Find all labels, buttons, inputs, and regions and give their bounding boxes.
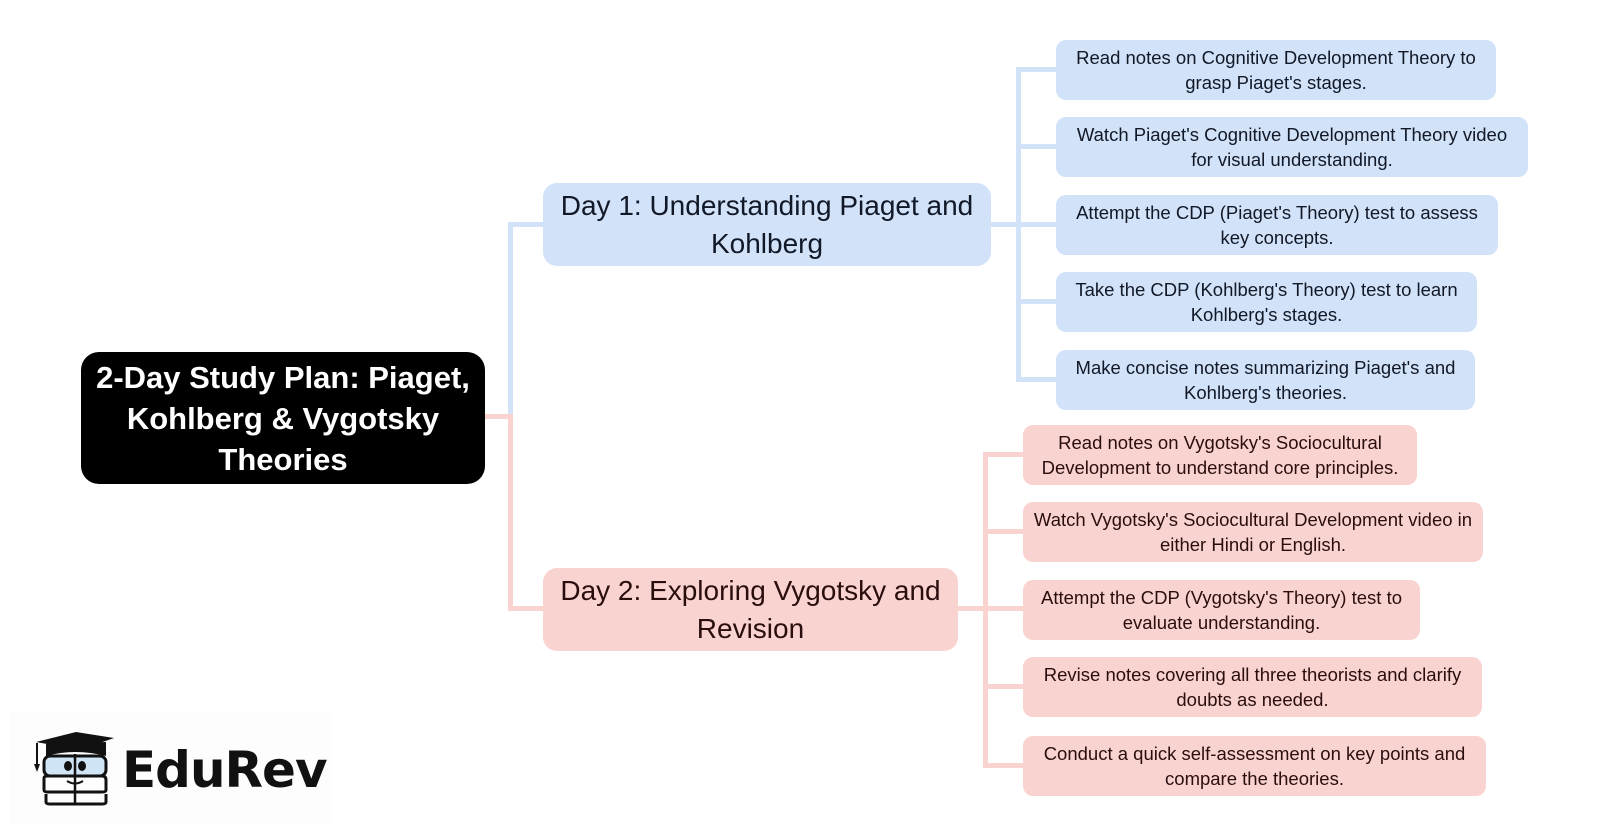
task-text: Conduct a quick self-assessment on key p… <box>1043 743 1466 789</box>
task-text: Take the CDP (Kohlberg's Theory) test to… <box>1075 279 1458 325</box>
day2-task-3: Attempt the CDP (Vygotsky's Theory) test… <box>1023 580 1420 640</box>
task-text: Read notes on Vygotsky's Sociocultural D… <box>1041 432 1399 478</box>
day2-task-5: Conduct a quick self-assessment on key p… <box>1023 736 1486 796</box>
branch-day1-label: Day 1: Understanding Piaget and Kohlberg <box>560 189 974 259</box>
task-text: Attempt the CDP (Piaget's Theory) test t… <box>1076 202 1478 248</box>
logo-text: EduRev <box>122 741 328 799</box>
connector-day2 <box>508 606 543 611</box>
connector-day1-task5 <box>1016 377 1056 382</box>
day1-task-4: Take the CDP (Kohlberg's Theory) test to… <box>1056 272 1477 332</box>
task-text: Read notes on Cognitive Development Theo… <box>1076 47 1476 93</box>
day1-task-5: Make concise notes summarizing Piaget's … <box>1056 350 1475 410</box>
task-text: Watch Vygotsky's Sociocultural Developme… <box>1033 509 1473 555</box>
connector-day1-task2 <box>1016 144 1056 149</box>
task-text: Watch Piaget's Cognitive Development The… <box>1076 124 1508 170</box>
day1-task-2: Watch Piaget's Cognitive Development The… <box>1056 117 1528 177</box>
task-text: Revise notes covering all three theorist… <box>1043 664 1462 710</box>
day2-task-4: Revise notes covering all three theorist… <box>1023 657 1482 717</box>
connector-day1-task3 <box>1016 222 1056 227</box>
connector-day2-out <box>958 606 988 611</box>
day2-task-1: Read notes on Vygotsky's Sociocultural D… <box>1023 425 1417 485</box>
graduation-cap-mascot-icon <box>34 732 114 806</box>
connector-day2-task1 <box>983 452 1023 457</box>
connector-day2-task5 <box>983 763 1023 768</box>
connector-day1 <box>508 222 543 227</box>
connector-day2-task4 <box>983 684 1023 689</box>
root-node: 2-Day Study Plan: Piaget, Kohlberg & Vyg… <box>81 352 485 484</box>
connector-root <box>485 414 513 419</box>
task-text: Make concise notes summarizing Piaget's … <box>1075 357 1456 403</box>
connector-day1-task4 <box>1016 299 1056 304</box>
branch-day2: Day 2: Exploring Vygotsky and Revision <box>543 568 958 651</box>
connector-day2-task3 <box>983 606 1023 611</box>
branch-day2-label: Day 2: Exploring Vygotsky and Revision <box>560 574 941 644</box>
branch-day1: Day 1: Understanding Piaget and Kohlberg <box>543 183 991 266</box>
connector-trunk-day2 <box>508 414 513 611</box>
task-text: Attempt the CDP (Vygotsky's Theory) test… <box>1041 587 1402 633</box>
root-title: 2-Day Study Plan: Piaget, Kohlberg & Vyg… <box>96 359 470 477</box>
day1-task-1: Read notes on Cognitive Development Theo… <box>1056 40 1496 100</box>
day1-task-3: Attempt the CDP (Piaget's Theory) test t… <box>1056 195 1498 255</box>
day2-task-2: Watch Vygotsky's Sociocultural Developme… <box>1023 502 1483 562</box>
connector-day1-task1 <box>1016 67 1056 72</box>
connector-day2-task2 <box>983 529 1023 534</box>
connector-trunk-day1 <box>508 222 513 417</box>
connector-day1-out <box>991 222 1021 227</box>
